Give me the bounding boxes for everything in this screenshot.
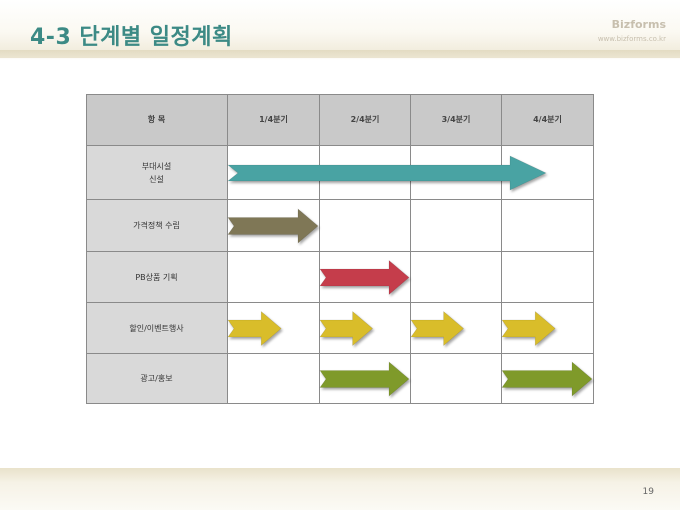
grid-cell xyxy=(502,200,594,252)
grid-cell xyxy=(228,303,320,354)
grid-cell xyxy=(411,354,502,404)
grid-cell xyxy=(502,146,594,200)
brand-url: www.bizforms.co.kr xyxy=(597,35,666,43)
grid-cell xyxy=(320,303,411,354)
grid-cell xyxy=(502,303,594,354)
grid-cell xyxy=(320,354,411,404)
grid-cell xyxy=(502,354,594,404)
quarter-header-4: 4/4분기 xyxy=(502,94,594,146)
row-label-discount-events: 할인/이벤트행사 xyxy=(86,303,228,354)
grid-cell xyxy=(228,146,320,200)
grid-cell xyxy=(228,252,320,303)
page-number: 19 xyxy=(642,487,654,497)
quarter-header-1: 1/4분기 xyxy=(228,94,320,146)
quarter-header-3: 3/4분기 xyxy=(411,94,502,146)
header-shade xyxy=(0,50,680,60)
grid-cell xyxy=(411,146,502,200)
grid-cell xyxy=(502,252,594,303)
header-band xyxy=(0,0,680,58)
row-label-advertising: 광고/홍보 xyxy=(86,354,228,404)
grid-cell xyxy=(411,252,502,303)
header-item-cell: 항 목 xyxy=(86,94,228,146)
grid-cell xyxy=(411,303,502,354)
grid-cell xyxy=(320,200,411,252)
row-label-pb-products: PB상품 기획 xyxy=(86,252,228,303)
row-label-facilities: 부대시설 신설 xyxy=(86,146,228,200)
grid-cell xyxy=(228,200,320,252)
grid-cell xyxy=(411,200,502,252)
footer-band xyxy=(0,468,680,510)
grid-cell xyxy=(320,146,411,200)
row-label-pricing: 가격정책 수립 xyxy=(86,200,228,252)
grid-cell xyxy=(320,252,411,303)
slide-title: 4-3 단계별 일정계획 xyxy=(30,25,233,50)
schedule-table: 항 목 1/4분기 2/4분기 3/4분기 4/4분기 부대시설 신설 가격정책… xyxy=(86,94,594,404)
quarter-header-2: 2/4분기 xyxy=(320,94,411,146)
grid-cell xyxy=(228,354,320,404)
brand-logo: Bizforms xyxy=(611,18,666,31)
